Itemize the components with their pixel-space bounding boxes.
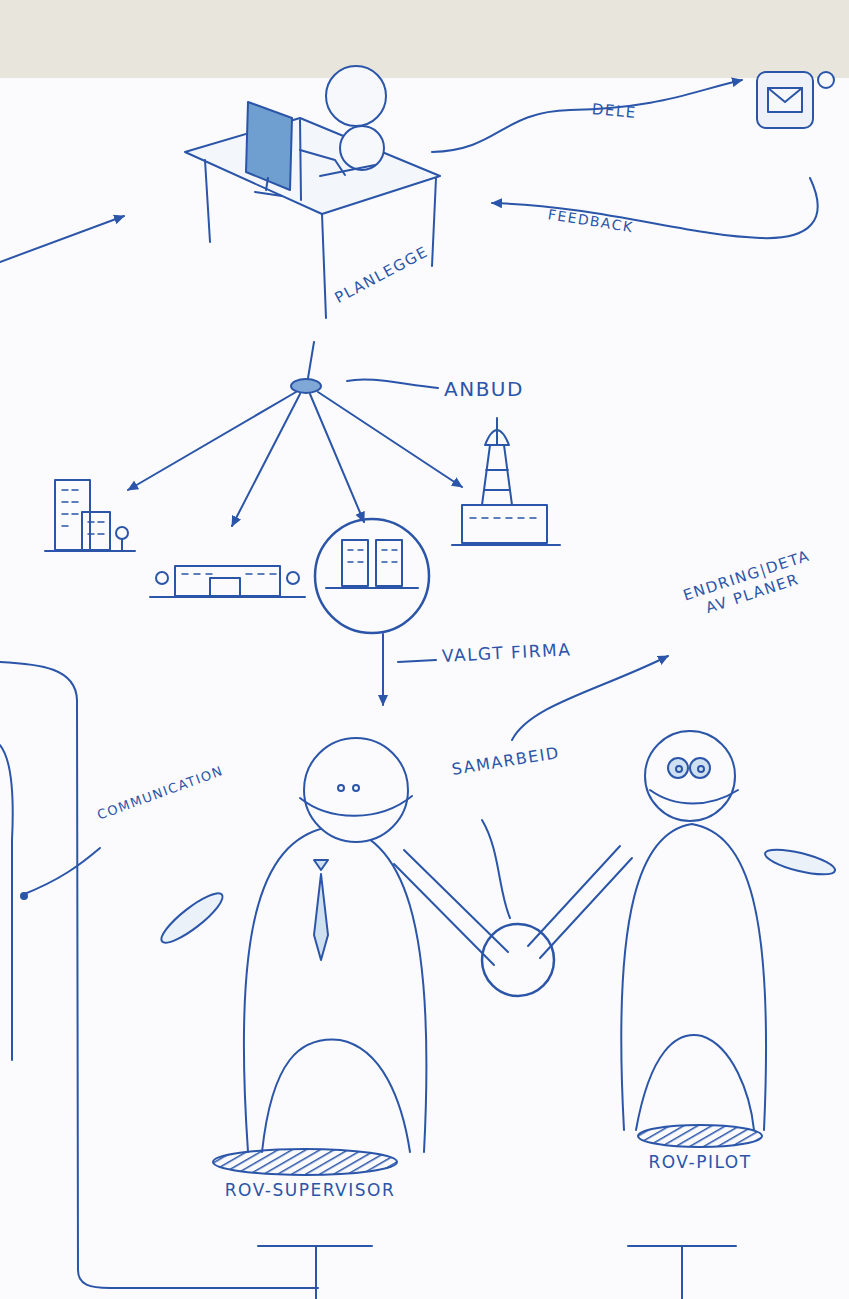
role-figure: ROV-PILOT [638,1148,762,1176]
sketch-label: DELE [591,100,637,123]
role-name: ROV-PILOT [646,1152,754,1172]
role-name: ROV-SUPERVISOR [223,1180,398,1200]
role-figure: ROV-SUPERVISOR [215,1176,406,1204]
sketch-label: ANBUD [444,377,524,402]
